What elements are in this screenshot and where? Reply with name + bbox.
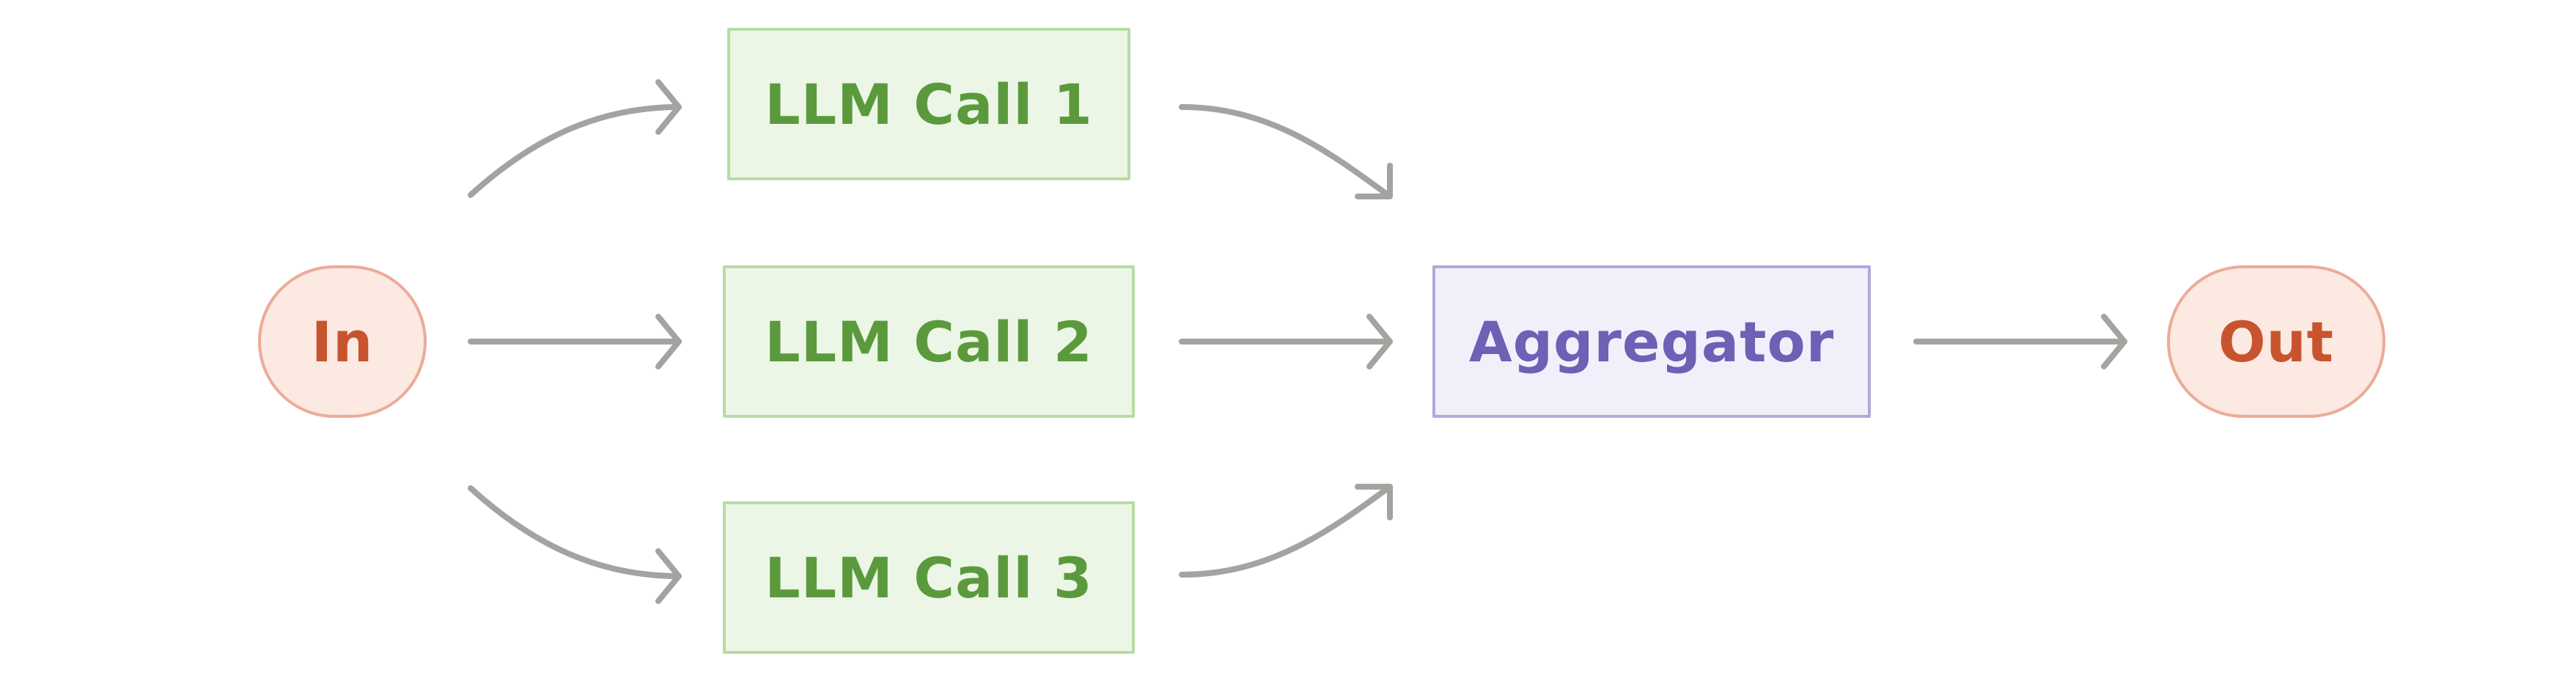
edge-llm-call-3-to-aggregator [1179, 484, 1393, 578]
arrowhead-in-to-llm-call-1 [655, 79, 682, 135]
arrowhead-aggregator-to-out [2101, 314, 2127, 369]
arrowhead-llm-call-1-to-aggregator [1355, 163, 1393, 199]
output-node-label: Out [2218, 309, 2335, 375]
arrowhead-llm-call-3-to-aggregator [1355, 484, 1393, 520]
arrowhead-in-to-llm-call-3 [655, 548, 682, 604]
input-node: In [258, 265, 427, 418]
aggregator-node: Aggregator [1432, 265, 1871, 418]
edge-llm-call-1-to-aggregator [1179, 104, 1393, 199]
llm-call-3-node: LLM Call 3 [723, 501, 1135, 654]
edge-in-to-llm-call-1 [468, 104, 682, 198]
arrowhead-in-to-llm-call-2 [655, 314, 682, 369]
llm-call-2-label: LLM Call 2 [765, 309, 1093, 375]
llm-call-3-label: LLM Call 3 [765, 545, 1093, 611]
aggregator-label: Aggregator [1468, 309, 1835, 375]
input-node-label: In [311, 309, 374, 375]
llm-call-2-node: LLM Call 2 [723, 265, 1135, 418]
llm-call-1-node: LLM Call 1 [727, 28, 1130, 180]
output-node: Out [2167, 265, 2385, 418]
edge-in-to-llm-call-3 [468, 485, 682, 579]
llm-call-1-label: LLM Call 1 [765, 71, 1093, 137]
arrowhead-llm-call-2-to-aggregator [1366, 314, 1393, 369]
